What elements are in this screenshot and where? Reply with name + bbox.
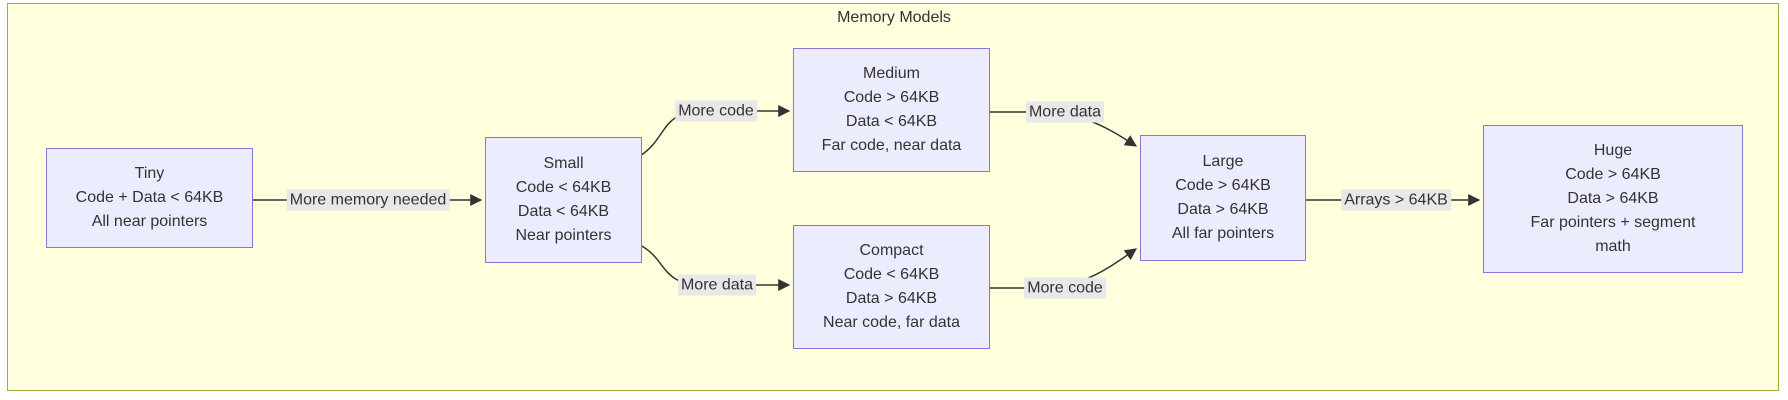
node-medium-line-3: Far code, near data [821,137,962,154]
node-compact: Compact Code < 64KB Data > 64KB Near cod… [793,225,990,349]
node-medium: Medium Code > 64KB Data < 64KB Far code,… [793,48,990,172]
diagram-title: Memory Models [837,9,951,26]
node-tiny-title: Tiny [134,165,165,182]
node-compact-title: Compact [859,242,924,259]
edge-label-more-memory-needed: More memory needed [286,189,450,211]
node-tiny-line-1: Code + Data < 64KB [75,189,224,206]
node-tiny: Tiny Code + Data < 64KB All near pointer… [46,148,253,248]
node-large-line-2: Data > 64KB [1177,201,1269,218]
node-small-line-2: Data < 64KB [517,203,610,220]
node-compact-line-2: Data > 64KB [845,290,938,307]
node-medium-title: Medium [863,65,920,82]
node-small-line-1: Code < 64KB [515,179,612,196]
node-huge: Huge Code > 64KB Data > 64KB Far pointer… [1483,125,1743,273]
node-large-title: Large [1202,153,1244,170]
edge-label-more-data-upper: More data [1025,101,1105,123]
node-compact-line-3: Near code, far data [823,314,960,331]
edge-label-more-data-lower: More data [677,274,757,296]
node-huge-line-2: Data > 64KB [1567,190,1659,207]
node-medium-line-2: Data < 64KB [845,113,938,130]
node-tiny-line-2: All near pointers [91,213,208,230]
node-medium-line-1: Code > 64KB [843,89,940,106]
edge-label-arrays-64kb: Arrays > 64KB [1341,189,1451,211]
edge-label-more-code-upper: More code [675,100,757,122]
node-compact-line-1: Code < 64KB [843,266,940,283]
node-huge-line-1: Code > 64KB [1565,166,1661,183]
node-huge-line-3: Far pointers + segment math [1530,214,1696,255]
node-small-line-3: Near pointers [515,227,612,244]
edge-label-more-code-lower: More code [1024,277,1106,299]
node-large-line-3: All far pointers [1171,225,1275,242]
node-small-title: Small [543,155,584,172]
node-huge-title: Huge [1593,142,1633,159]
node-small: Small Code < 64KB Data < 64KB Near point… [485,137,642,263]
node-large-line-1: Code > 64KB [1175,177,1271,194]
node-large: Large Code > 64KB Data > 64KB All far po… [1140,135,1306,261]
